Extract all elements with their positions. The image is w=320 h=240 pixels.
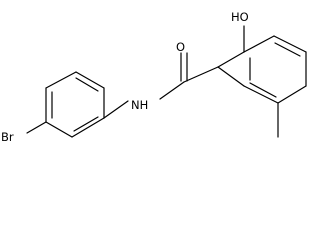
ring1-double-2	[75, 77, 99, 92]
bond-carbonyl-ring2	[183, 66, 219, 83]
bromine-label: Br	[1, 130, 14, 144]
ring1-bond-4	[75, 71, 105, 89]
ring2-bond-2	[243, 35, 275, 53]
bond-ring1-n	[103, 100, 129, 119]
amide-linkage	[103, 52, 219, 119]
ring1-bond-1	[45, 121, 73, 138]
ring1-double-3	[73, 116, 99, 132]
bromophenyl-ring	[26, 71, 105, 138]
ring2-bond-6	[243, 85, 279, 104]
bond-n-carbonyl	[159, 81, 185, 100]
ring2-double-2	[249, 82, 277, 98]
ring2-bond-5	[277, 85, 307, 104]
ring2-bond-1	[217, 51, 245, 68]
ring2-bond-3	[273, 35, 307, 53]
ring1-bond-2	[71, 117, 105, 138]
chemical-structure-diagram: Br NH O HO	[1, 10, 307, 144]
hydroxyl-label: HO	[231, 10, 249, 24]
carbonyl-oxygen-label: O	[176, 40, 185, 54]
amide-nh-label: NH	[131, 98, 148, 112]
ring1-bond-5	[45, 71, 77, 89]
ring2-double-1	[274, 42, 301, 57]
hydroxymethylphenyl-ring	[217, 25, 307, 138]
bond-br-c1	[26, 121, 47, 134]
ring2-bond-7	[217, 66, 245, 87]
